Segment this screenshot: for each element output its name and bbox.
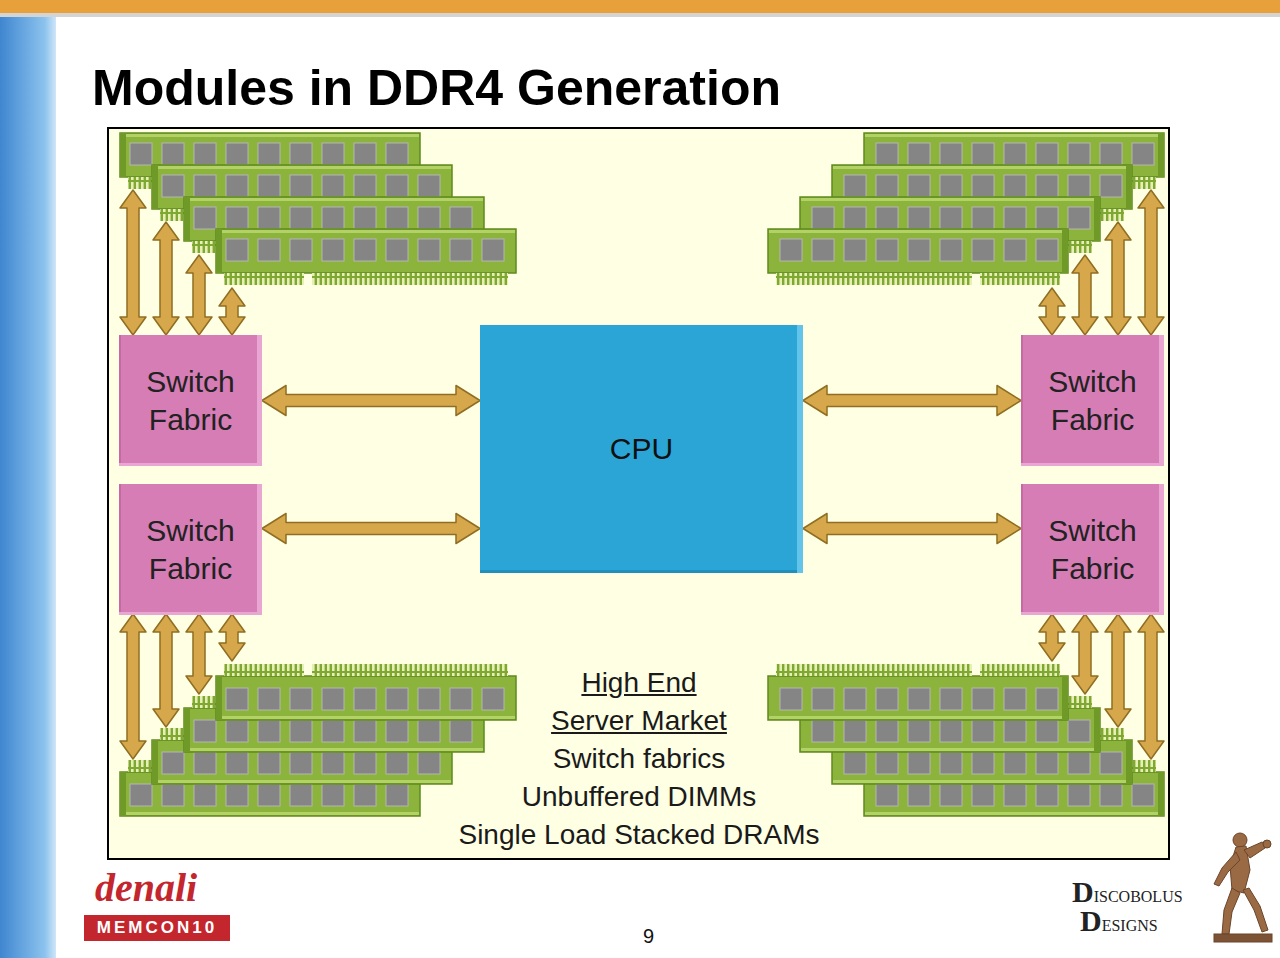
bus-arrow	[262, 386, 480, 416]
diagram-frame: High End Server MarketSwitch fabricsUnbu…	[107, 127, 1170, 860]
switch-fabric-box: Switch Fabric	[119, 335, 262, 466]
top-rule	[0, 13, 1280, 17]
slide-title: Modules in DDR4 Generation	[92, 60, 781, 116]
box-label: Switch Fabric	[119, 335, 262, 466]
bus-arrow	[186, 255, 212, 335]
cpu-box: CPU	[480, 325, 803, 573]
switch-fabric-box: Switch Fabric	[1021, 484, 1164, 615]
note-line: Single Load Stacked DRAMs	[429, 816, 849, 854]
logo-text: denali	[95, 866, 197, 910]
memory-quadrant	[120, 614, 516, 816]
page-number: 9	[643, 924, 654, 948]
memory-quadrant	[120, 133, 516, 335]
logo-text: denali	[95, 866, 197, 910]
bus-arrow	[219, 288, 245, 335]
bus-arrow	[803, 386, 1021, 416]
dimm-module	[216, 229, 516, 285]
note-line: Unbuffered DIMMs	[429, 778, 849, 816]
logo-badge: MEMCON10	[84, 915, 230, 941]
title-text: Modules in DDR4 Generation	[92, 60, 781, 116]
box-label: Switch Fabric	[1021, 335, 1164, 466]
box-text: Switch Fabric	[1038, 512, 1148, 588]
discobolus-statue	[1214, 833, 1272, 942]
logo-text: DESIGNS	[1080, 909, 1158, 938]
memory-quadrant	[768, 133, 1164, 335]
note-line: Switch fabrics	[429, 740, 849, 778]
page-number: 9	[643, 924, 654, 948]
box-label: Switch Fabric	[119, 484, 262, 615]
box-text: Switch Fabric	[136, 512, 246, 588]
bus-arrow	[153, 222, 179, 335]
top-bar	[0, 0, 1280, 13]
box-text: CPU	[610, 431, 673, 467]
memory-quadrant	[768, 614, 1164, 816]
side-bar	[0, 17, 56, 958]
box-label: Switch Fabric	[1021, 484, 1164, 615]
logo-badge: MEMCON10	[84, 915, 230, 941]
bus-arrow	[262, 514, 480, 544]
frame-fill	[108, 128, 1170, 860]
box-text: Switch Fabric	[136, 363, 246, 439]
switch-fabric-box: Switch Fabric	[119, 484, 262, 615]
logo-text: DISCOBOLUS	[1072, 880, 1183, 909]
logo-text: DISCOBOLUS	[1072, 880, 1183, 909]
bus-arrow	[803, 514, 1021, 544]
box-text: Switch Fabric	[1038, 363, 1148, 439]
box-label: CPU	[480, 325, 803, 573]
bus-arrow	[120, 190, 146, 335]
logo-text: DESIGNS	[1080, 909, 1158, 938]
note-heading: High End Server Market	[539, 664, 739, 740]
switch-fabric-box: Switch Fabric	[1021, 335, 1164, 466]
note-block: High End Server MarketSwitch fabricsUnbu…	[429, 664, 849, 854]
